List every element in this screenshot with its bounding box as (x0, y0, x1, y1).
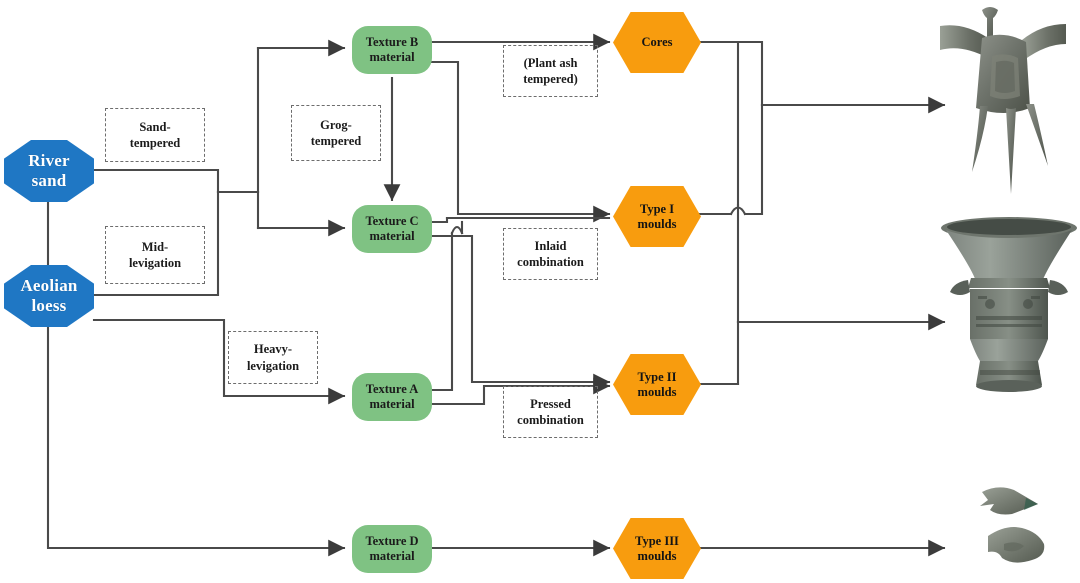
product-type-i-moulds[interactable]: Type I moulds (613, 186, 701, 247)
source-aeolian-loess[interactable]: Aeolian loess (4, 265, 94, 327)
source-river-sand[interactable]: River sand (4, 140, 94, 202)
annotation-mid-levigation: Mid- levigation (105, 226, 205, 284)
annotation-mid-levigation-line1: Mid- (141, 239, 169, 254)
material-texture-d-line2: material (369, 549, 415, 563)
source-river-sand-line2: sand (31, 171, 67, 190)
material-texture-b-line2: material (369, 50, 415, 64)
material-texture-a-line1: Texture A (365, 382, 419, 397)
artifact-bronze-zun-vessel (938, 212, 1080, 398)
annotation-sand-tempered-line2: tempered (129, 136, 181, 150)
product-type-ii-moulds-line1: Type II (637, 369, 677, 384)
product-cores[interactable]: Cores (613, 12, 701, 73)
annotation-plant-ash-tempered: (Plant ash tempered) (503, 45, 598, 97)
source-river-sand-line1: River (28, 150, 70, 170)
annotation-sand-tempered: Sand- tempered (105, 108, 205, 162)
annotation-inlaid-combination: Inlaid combination (503, 228, 598, 280)
annotation-pressed-combination-line1: Pressed (530, 396, 571, 411)
annotation-plant-ash-tempered-line1: (Plant ash (523, 55, 578, 70)
artifact-bronze-jue-vessel (926, 2, 1078, 202)
source-aeolian-loess-line2: loess (31, 296, 67, 315)
annotation-heavy-levigation-line1: Heavy- (253, 342, 293, 357)
source-aeolian-loess-line1: Aeolian (20, 275, 78, 295)
annotation-grog-tempered: Grog- tempered (291, 105, 381, 161)
annotation-pressed-combination: Pressed combination (503, 386, 598, 438)
annotation-plant-ash-tempered-line2: tempered) (523, 72, 578, 86)
product-type-i-moulds-line2: moulds (637, 216, 677, 231)
product-type-iii-moulds[interactable]: Type III moulds (613, 518, 701, 579)
product-type-i-moulds-line1: Type I (639, 201, 675, 216)
product-type-iii-moulds-line2: moulds (637, 548, 677, 563)
annotation-heavy-levigation: Heavy- levigation (228, 331, 318, 384)
material-texture-c-line2: material (369, 229, 415, 243)
material-texture-a[interactable]: Texture A material (352, 373, 432, 421)
annotation-heavy-levigation-line2: levigation (246, 358, 300, 373)
material-texture-d[interactable]: Texture D material (352, 525, 432, 573)
material-texture-d-line1: Texture D (365, 534, 419, 549)
annotation-inlaid-combination-line1: Inlaid (534, 238, 567, 253)
annotation-mid-levigation-line2: levigation (128, 256, 182, 270)
material-texture-b[interactable]: Texture B material (352, 26, 432, 74)
annotation-inlaid-combination-line2: combination (517, 255, 584, 269)
artifact-bronze-arrowheads (952, 478, 1076, 578)
annotation-grog-tempered-line1: Grog- (320, 117, 352, 132)
product-cores-line1: Cores (641, 35, 673, 50)
material-texture-a-line2: material (369, 397, 415, 411)
product-type-ii-moulds-line2: moulds (637, 384, 677, 399)
annotation-pressed-combination-line2: combination (517, 413, 584, 427)
material-texture-b-line1: Texture B (365, 35, 419, 50)
product-type-ii-moulds[interactable]: Type II moulds (613, 354, 701, 415)
product-type-iii-moulds-line1: Type III (635, 533, 679, 548)
annotation-sand-tempered-line1: Sand- (139, 119, 171, 134)
annotation-grog-tempered-line2: tempered (310, 134, 362, 148)
material-texture-c[interactable]: Texture C material (352, 205, 432, 253)
material-texture-c-line1: Texture C (365, 214, 419, 229)
